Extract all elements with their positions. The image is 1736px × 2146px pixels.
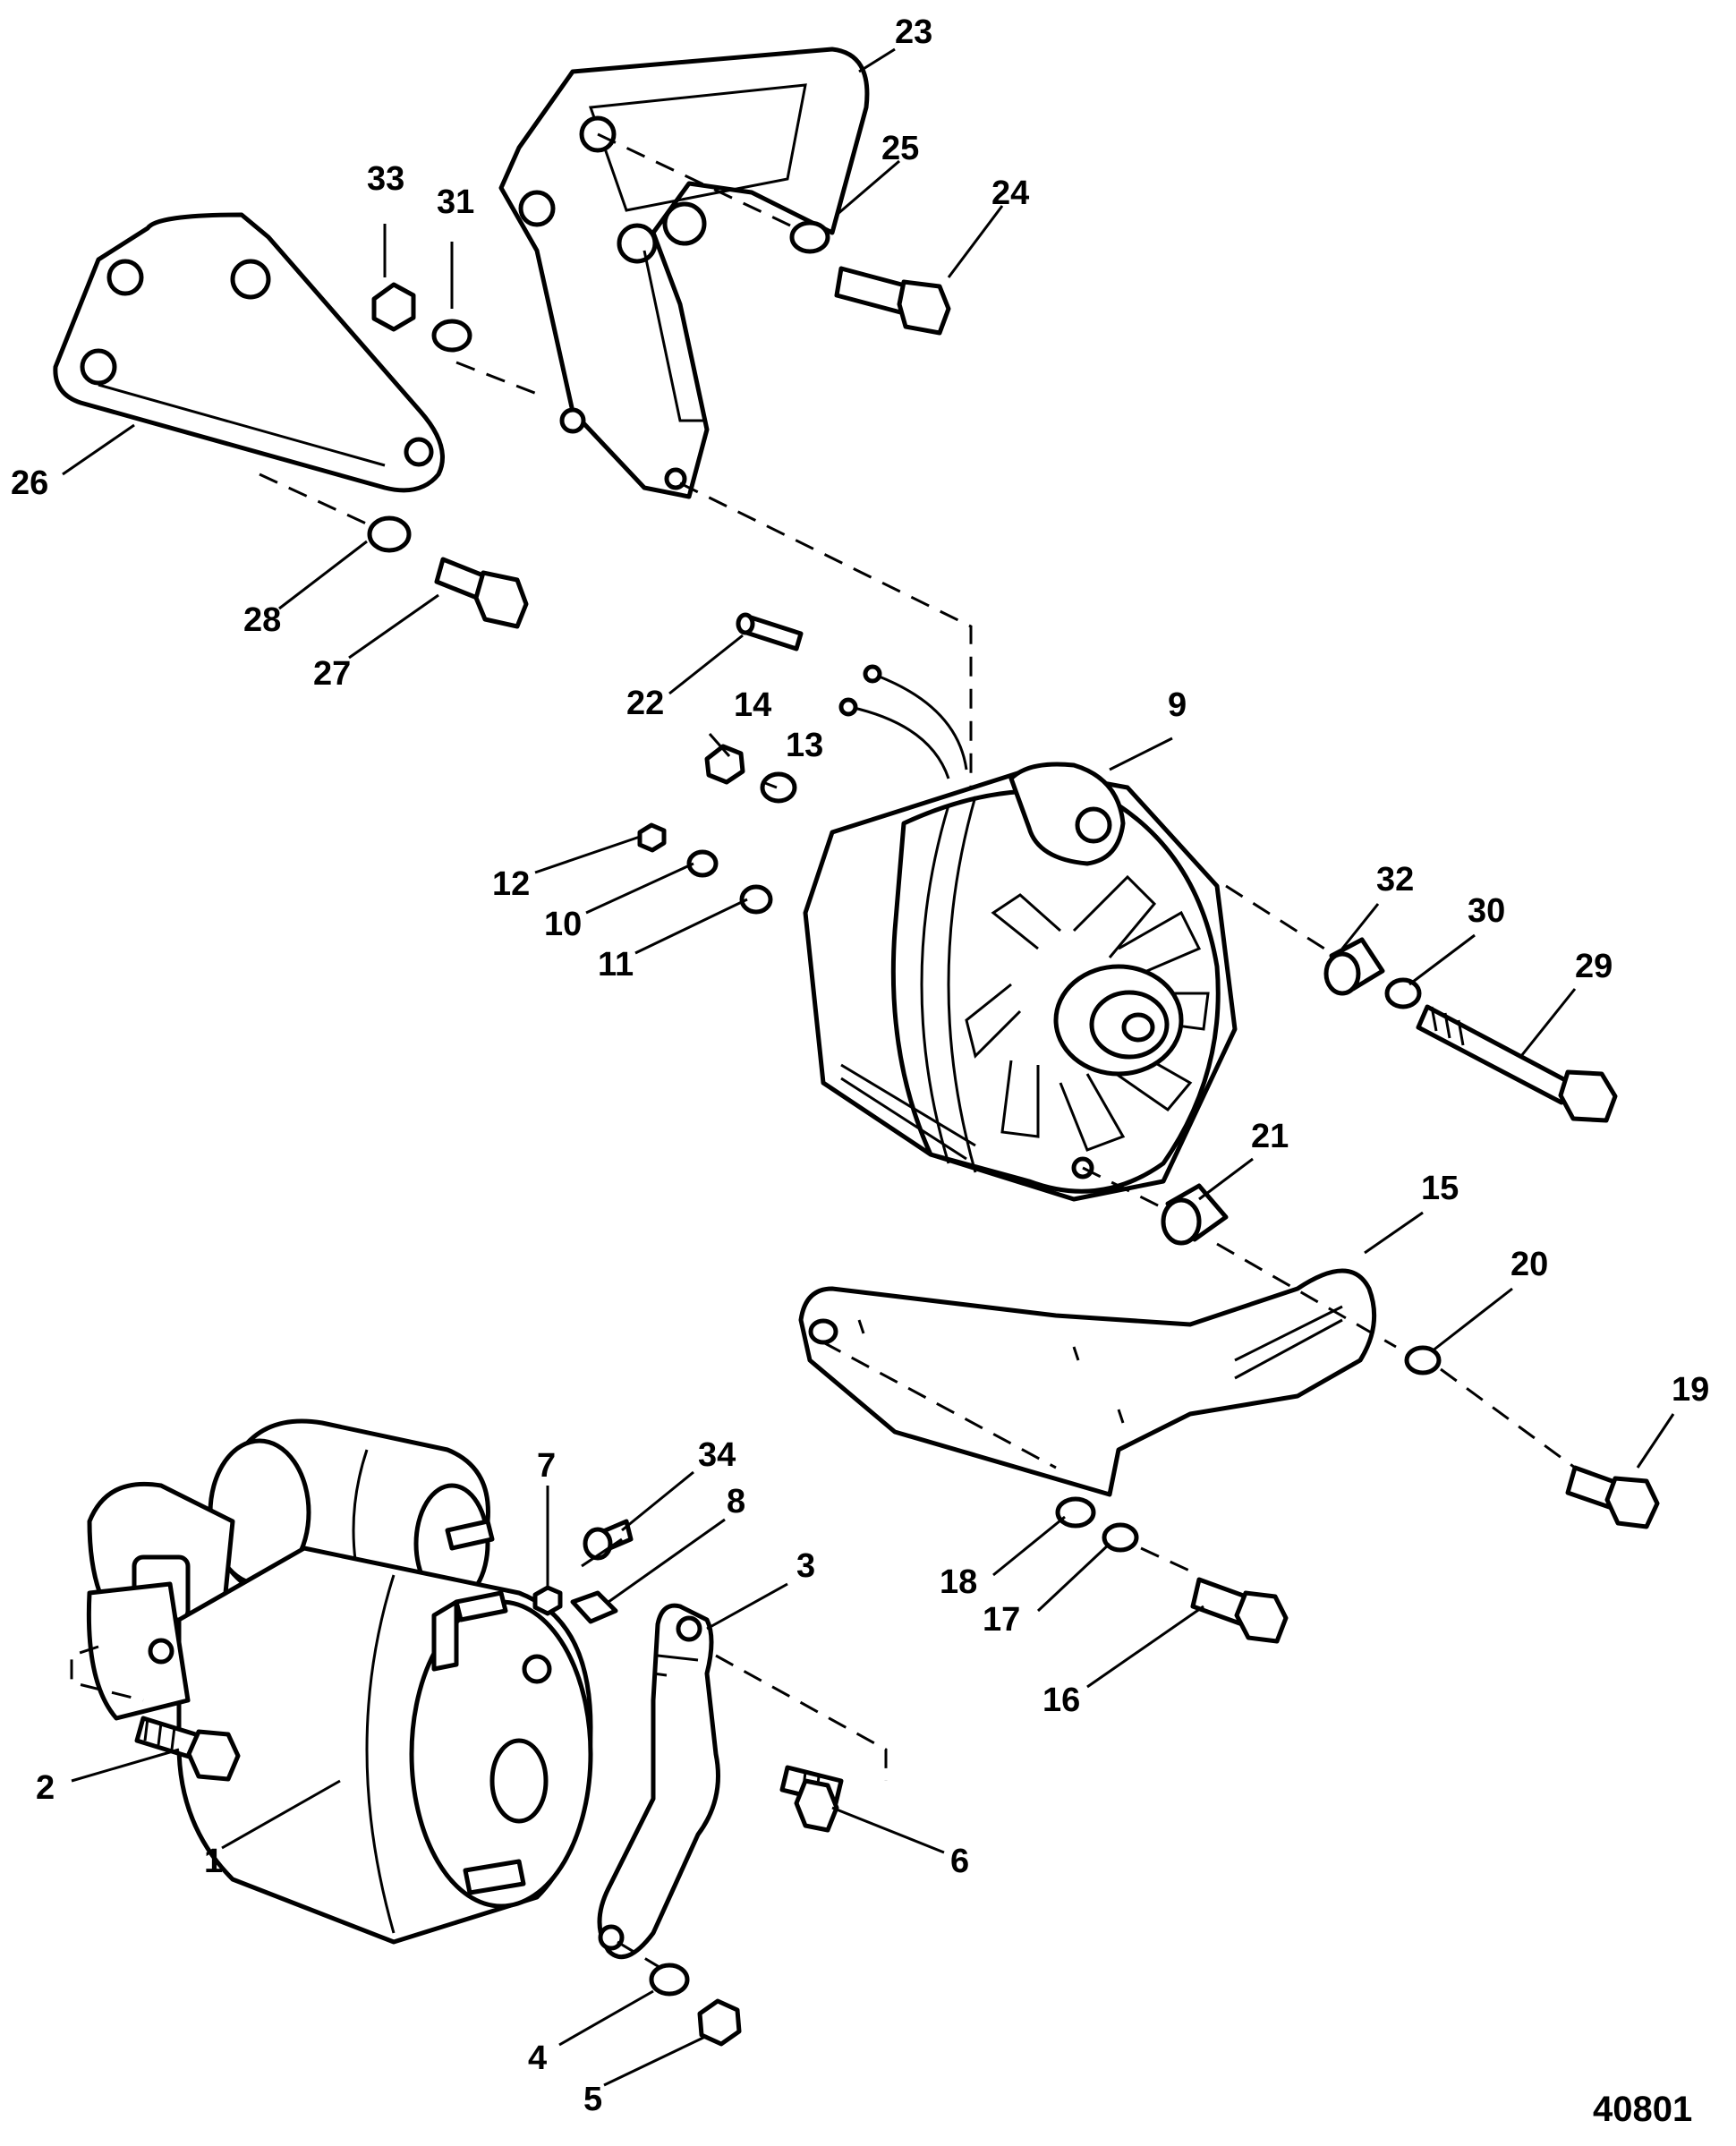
nut-5 xyxy=(697,1998,742,2047)
washer-30 xyxy=(1384,977,1422,1009)
callout-22: 22 xyxy=(626,685,664,722)
pin-22 xyxy=(736,612,804,651)
callout-9: 9 xyxy=(1168,686,1187,724)
washer-28 xyxy=(367,515,412,553)
callout-3: 3 xyxy=(796,1547,815,1585)
bolt-24 xyxy=(834,266,951,336)
nut-7 xyxy=(532,1585,563,1616)
figure-id: 40801 xyxy=(1593,2090,1692,2129)
callout-4: 4 xyxy=(528,2040,547,2077)
bolt-19 xyxy=(1565,1465,1660,1529)
callout-23: 23 xyxy=(895,13,932,51)
callout-8: 8 xyxy=(727,1483,745,1520)
alternator-wires xyxy=(849,674,968,779)
callout-21: 21 xyxy=(1251,1118,1289,1155)
nut-33 xyxy=(371,282,416,332)
nut-12 xyxy=(637,822,667,853)
callout-28: 28 xyxy=(243,601,281,639)
washer-25 xyxy=(789,220,830,254)
washer-4 xyxy=(649,1963,690,1997)
callout-18: 18 xyxy=(940,1563,977,1601)
bolt-2 xyxy=(134,1716,241,1782)
callout-25: 25 xyxy=(881,130,919,167)
washer-10 xyxy=(686,849,719,878)
callout-20: 20 xyxy=(1510,1246,1548,1283)
starter-brace-3 xyxy=(597,1603,720,1960)
callout-14: 14 xyxy=(734,686,771,724)
callout-17: 17 xyxy=(983,1601,1020,1639)
screw-34 xyxy=(583,1519,634,1561)
callout-34: 34 xyxy=(698,1436,736,1474)
callout-10: 10 xyxy=(544,906,582,943)
callout-31: 31 xyxy=(437,183,474,221)
callout-13: 13 xyxy=(786,727,823,764)
callout-1: 1 xyxy=(204,1843,223,1880)
callout-24: 24 xyxy=(991,175,1029,212)
washer-17 xyxy=(1102,1522,1139,1553)
callout-29: 29 xyxy=(1575,948,1613,985)
callout-27: 27 xyxy=(313,655,351,693)
nut-8 xyxy=(570,1590,618,1624)
callout-12: 12 xyxy=(492,865,530,903)
callout-33: 33 xyxy=(367,160,404,198)
adjusting-bracket-15 xyxy=(798,1268,1377,1497)
spacer-32 xyxy=(1323,937,1385,996)
callout-2: 2 xyxy=(36,1769,55,1807)
nut-14 xyxy=(704,744,745,785)
bracket-23 xyxy=(498,47,870,499)
leader-lines xyxy=(62,47,1675,2087)
bolt-16 xyxy=(1190,1577,1289,1644)
callout-19: 19 xyxy=(1672,1371,1709,1409)
callout-26: 26 xyxy=(11,464,48,502)
callout-7: 7 xyxy=(537,1447,556,1485)
bolt-6 xyxy=(779,1765,844,1833)
callout-15: 15 xyxy=(1421,1170,1459,1207)
callout-5: 5 xyxy=(583,2081,602,2118)
spacer-21 xyxy=(1161,1183,1229,1246)
alternator-9 xyxy=(803,762,1238,1202)
callout-6: 6 xyxy=(950,1843,969,1880)
callout-32: 32 xyxy=(1376,861,1414,898)
callout-16: 16 xyxy=(1042,1682,1080,1719)
washer-20 xyxy=(1404,1345,1442,1375)
washer-13 xyxy=(760,771,797,804)
bolt-27 xyxy=(434,557,529,629)
washer-31 xyxy=(431,319,472,353)
washer-18 xyxy=(1055,1496,1096,1529)
callout-labels: 23 24 25 33 31 26 28 27 22 14 13 9 12 10… xyxy=(11,13,1709,2118)
callout-30: 30 xyxy=(1468,892,1505,930)
starter-1 xyxy=(86,1418,593,1945)
bracket-26 xyxy=(53,212,445,493)
washer-11 xyxy=(739,884,773,915)
callout-11: 11 xyxy=(598,946,634,984)
bolt-29 xyxy=(1416,1004,1618,1123)
